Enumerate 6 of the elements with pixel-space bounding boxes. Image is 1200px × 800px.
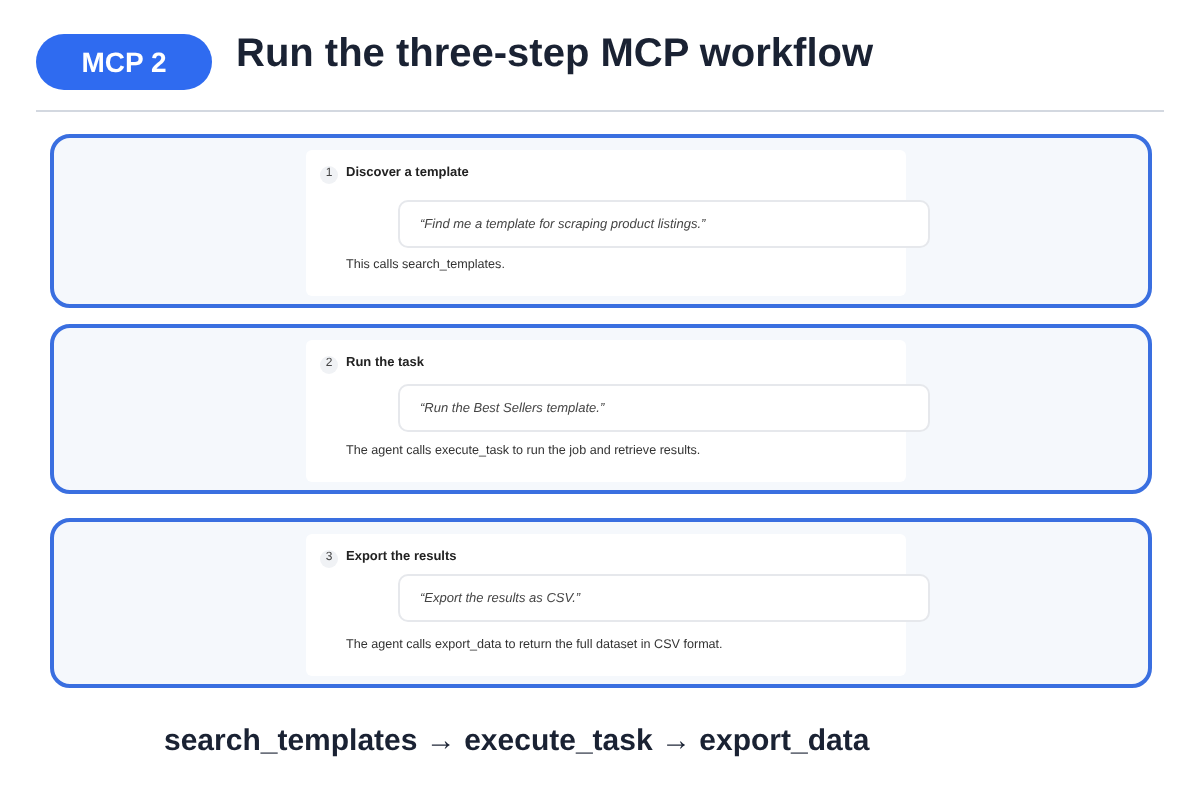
- step-panel: [50, 134, 1152, 308]
- step-panel: [50, 324, 1152, 494]
- step-panel: [50, 518, 1152, 688]
- badge: MCP 2: [36, 34, 212, 90]
- diagram-title: Run the three-step MCP workflow: [236, 32, 874, 78]
- workflow-sequence: search_templates → execute_task → export_data: [164, 724, 870, 758]
